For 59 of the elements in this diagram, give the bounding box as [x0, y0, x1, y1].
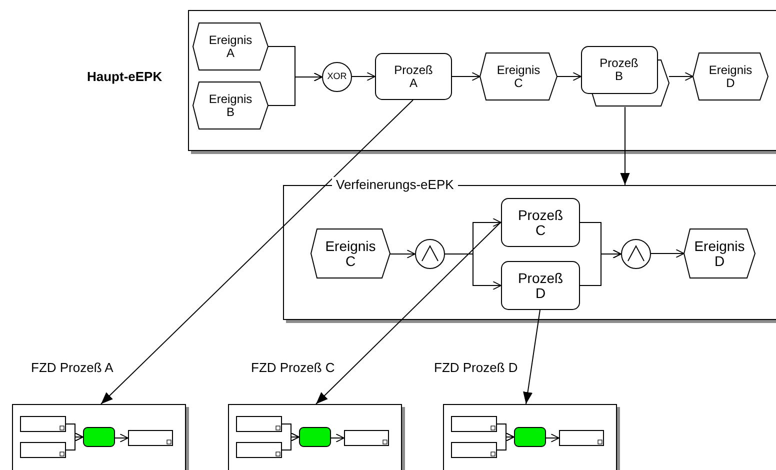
event-hexagon: [193, 23, 268, 70]
function-box: [451, 442, 497, 458]
function-box: [236, 416, 282, 432]
flow-arrow: [352, 72, 376, 81]
flow-arrow: [444, 254, 502, 290]
function-box: [20, 442, 66, 458]
flow-arrow: [546, 434, 560, 442]
function-box: [236, 442, 282, 458]
arrow: [620, 106, 630, 186]
function-box: [83, 427, 115, 447]
flow-arrow: [330, 434, 344, 442]
function-box: [128, 430, 173, 446]
operator-label: XOR: [327, 72, 347, 82]
flow-arrow: [282, 432, 300, 450]
node-label: Ereignis C: [325, 238, 376, 268]
flow-arrow: [268, 72, 322, 106]
arrow: [100, 100, 414, 404]
and-connector-circle: [415, 239, 445, 269]
flow-arrow: [66, 432, 84, 450]
node-label: Ereignis D: [708, 64, 752, 90]
function-box: [559, 430, 604, 446]
flow-arrow: [668, 72, 694, 81]
panel-title: FZD Prozeß A: [30, 360, 114, 375]
event-hexagon: [684, 229, 755, 278]
flow-arrow: [114, 434, 128, 442]
process-interface-box: [581, 46, 669, 107]
node-label: Ereignis C: [496, 64, 540, 90]
event-hexagon: [480, 53, 557, 100]
function-box: [299, 427, 331, 447]
panel-title: Haupt-eEPK: [86, 69, 164, 84]
arrow: [316, 222, 502, 404]
event-hexagon: [193, 82, 268, 129]
function-box: [514, 427, 546, 447]
node-label: Prozeß C: [518, 208, 564, 238]
flow-arrow: [650, 249, 684, 258]
function-box: [344, 430, 389, 446]
panel-title: FZD Prozeß C: [250, 360, 336, 375]
panel-title: FZD Prozeß D: [433, 360, 519, 375]
flow-arrow: [580, 250, 622, 286]
node-label: Prozeß D: [518, 270, 564, 300]
process-box: [501, 198, 580, 247]
flow-arrow: [496, 432, 514, 450]
process-box: [375, 53, 452, 100]
event-hexagon: [311, 229, 390, 278]
flow-arrow: [452, 72, 480, 81]
process-box: [501, 261, 580, 310]
node-label: Prozeß A: [394, 64, 433, 90]
connector-circle: [322, 62, 352, 92]
function-box: [20, 416, 66, 432]
function-box: [451, 416, 497, 432]
flow-arrow: [390, 250, 416, 258]
flow-arrow: [556, 72, 582, 81]
panel-title: Verfeinerungs-eEPK: [332, 177, 458, 192]
node-label: Ereignis B: [208, 92, 252, 118]
and-connector-circle: [621, 239, 651, 269]
node-label: Ereignis A: [208, 34, 252, 60]
node-label: Ereignis D: [694, 238, 745, 268]
event-hexagon: [693, 53, 768, 100]
node-label: Prozeß B: [600, 57, 638, 83]
